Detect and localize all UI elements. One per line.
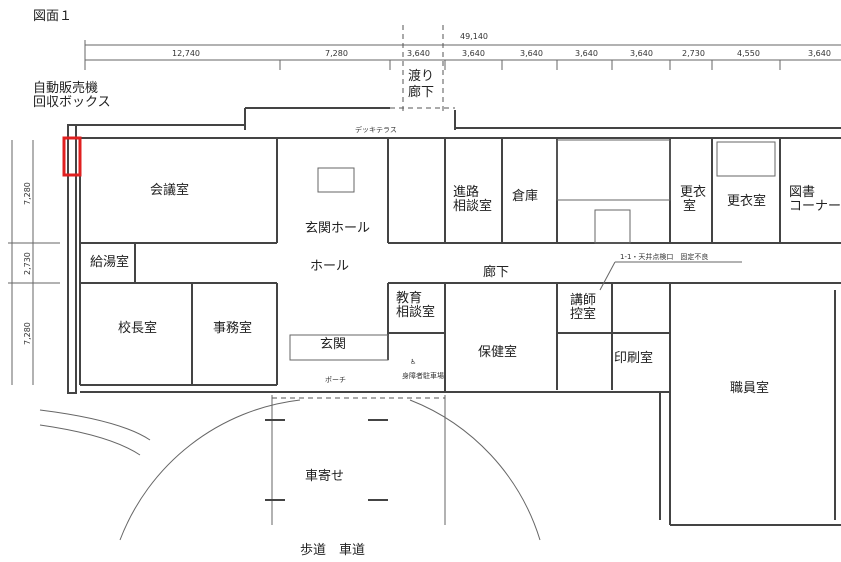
room-tosho: コーナー — [789, 199, 841, 214]
dimension-lines — [8, 25, 841, 385]
dim-top: 2,730 — [682, 49, 705, 58]
dim-top: 3,640 — [520, 49, 543, 58]
parking-label: 身障者駐車場 — [402, 371, 444, 380]
dim-left: 2,730 — [23, 252, 32, 275]
room-koshi: 講師 — [570, 292, 596, 308]
room-shokuin: 職員室 — [730, 380, 769, 396]
room-hoken: 保健室 — [478, 344, 517, 360]
bridge-label: 渡り — [408, 68, 434, 84]
room-jimu: 事務室 — [213, 320, 252, 336]
dim-left: 7,280 — [23, 182, 32, 205]
dim-top: 4,550 — [737, 49, 760, 58]
room-koui-1: 更衣 — [680, 184, 706, 200]
room-kocho: 校長室 — [118, 320, 157, 336]
highlight-marker — [62, 136, 82, 177]
dim-top: 7,280 — [325, 49, 348, 58]
drawing-title: 図面１ — [33, 9, 72, 24]
dim-top: 3,640 — [407, 49, 430, 58]
dim-top: 12,740 — [172, 49, 200, 58]
room-kaigi: 会議室 — [150, 182, 189, 198]
room-roka: 廊下 — [483, 264, 509, 280]
ceiling-note: 1-1・天井点検口 固定不良 — [620, 252, 708, 261]
room-koui-1: 室 — [683, 198, 696, 214]
room-kyoiku: 教育 — [396, 290, 422, 306]
room-koshi: 控室 — [570, 306, 596, 322]
room-koui-2: 更衣室 — [727, 193, 766, 209]
dim-top: 3,640 — [630, 49, 653, 58]
room-genkan-hall: 玄関ホール — [305, 221, 370, 236]
room-kurumayose: 車寄せ — [305, 468, 344, 484]
room-tosho: 図書 — [789, 185, 815, 200]
dim-top: 3,640 — [808, 49, 831, 58]
room-shinro: 進路 — [453, 184, 479, 200]
vending-label: 回収ボックス — [33, 95, 111, 110]
dim-top: 3,640 — [575, 49, 598, 58]
room-insatsu: 印刷室 — [614, 350, 653, 366]
wheelchair-icon: ♿ — [410, 358, 416, 366]
walls — [39, 107, 841, 541]
room-kyuto: 給湯室 — [90, 254, 129, 270]
vending-label: 自動販売機 — [33, 80, 98, 96]
dim-top: 3,640 — [462, 49, 485, 58]
road-label: 歩道 車道 — [300, 543, 365, 558]
dim-left: 7,280 — [23, 322, 32, 345]
dim-total: 49,140 — [460, 32, 488, 41]
porch-label: ポーチ — [325, 376, 346, 384]
room-shinro: 相談室 — [453, 198, 492, 214]
bridge-label: 廊下 — [408, 84, 434, 100]
room-genkan: 玄関 — [320, 337, 346, 352]
room-kyoiku: 相談室 — [396, 304, 435, 320]
room-hall: ホール — [310, 259, 349, 274]
room-soko: 倉庫 — [512, 189, 538, 204]
deck-label: デッキテラス — [355, 125, 397, 134]
